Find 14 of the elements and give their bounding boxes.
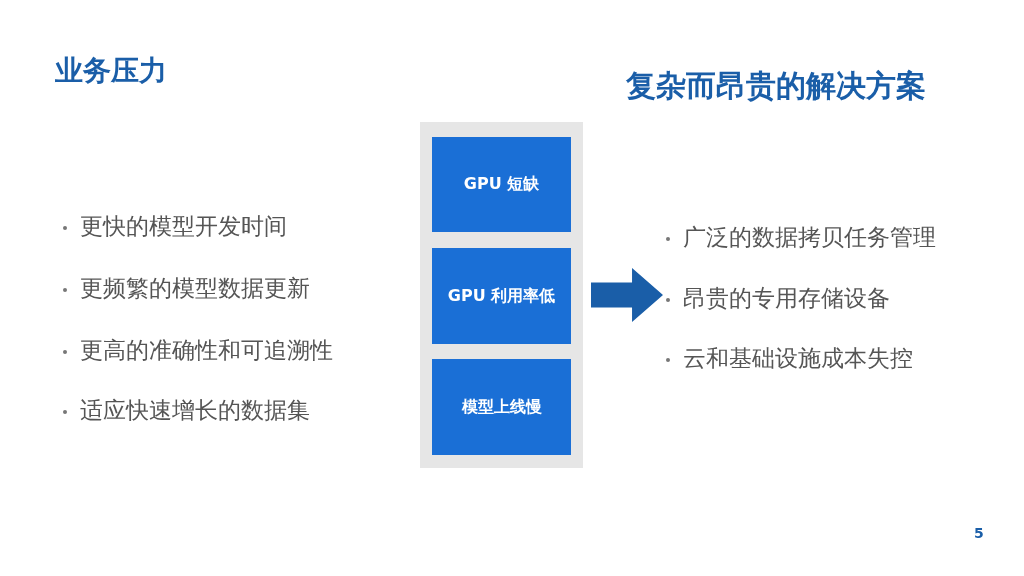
heading: 业务压力: [55, 53, 167, 89]
bullet-text: 适应快速增长的数据集: [80, 396, 310, 425]
process-box: GPU 利用率低: [432, 248, 571, 344]
heading: 复杂而昂贵的解决方案: [626, 67, 926, 105]
bullet-text: 更高的准确性和可追溯性: [80, 336, 333, 365]
process-box: 模型上线慢: [432, 359, 571, 455]
bullet-text: 云和基础设施成本失控: [683, 344, 913, 373]
panel-background: [420, 122, 583, 468]
bullet-text: 广泛的数据拷贝任务管理: [683, 223, 936, 252]
process-box: GPU 短缺: [432, 137, 571, 232]
bullet-text: 昂贵的专用存储设备: [683, 284, 890, 313]
bullet-text: 更快的模型开发时间: [80, 212, 287, 241]
page-number: 5: [974, 525, 984, 541]
bullet-text: 更频繁的模型数据更新: [80, 274, 310, 303]
